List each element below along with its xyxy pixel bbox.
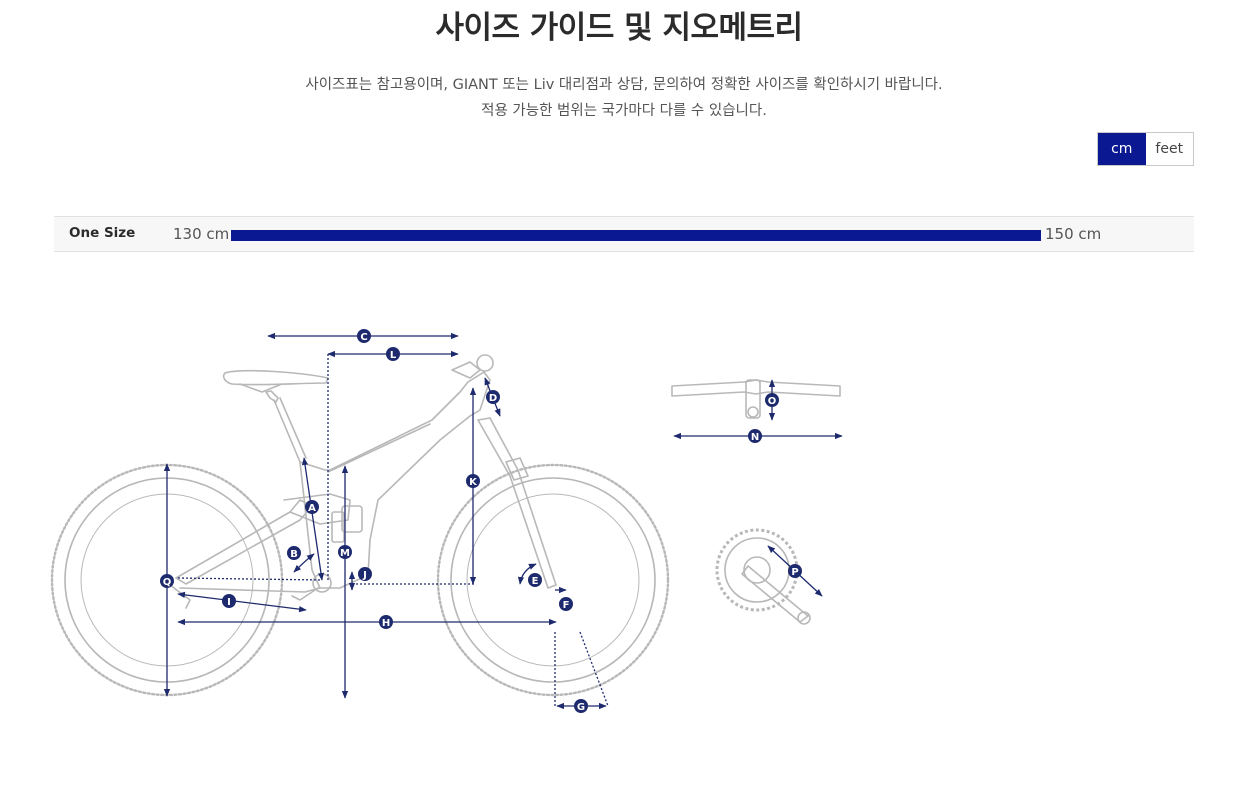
svg-text:N: N <box>751 432 759 443</box>
svg-text:O: O <box>768 396 777 407</box>
description-line-2: 적용 가능한 범위는 국가마다 다를 수 있습니다. <box>481 103 767 119</box>
page-description: 사이즈표는 참고용이며, GIANT 또는 Liv 대리점과 상담, 문의하여 … <box>0 72 1238 124</box>
svg-text:G: G <box>577 702 585 713</box>
badge-m: M <box>338 545 352 559</box>
dimension-badges: A B C D E F G H I J K L M N O P Q <box>160 329 802 713</box>
badge-a: A <box>305 500 319 514</box>
handlebar-illustration <box>671 379 841 419</box>
badge-i: I <box>222 594 236 608</box>
badge-c: C <box>357 329 371 343</box>
svg-text:L: L <box>390 350 397 361</box>
badge-k: K <box>466 474 480 488</box>
size-name: One Size <box>69 225 136 241</box>
badge-q: Q <box>160 574 174 588</box>
svg-text:I: I <box>227 597 231 608</box>
svg-text:E: E <box>532 576 539 587</box>
size-range-max: 150 cm <box>1045 225 1102 243</box>
svg-text:K: K <box>469 477 478 488</box>
svg-text:M: M <box>340 548 350 559</box>
svg-text:B: B <box>290 549 298 560</box>
svg-text:D: D <box>489 393 497 404</box>
badge-h: H <box>379 615 393 629</box>
svg-text:A: A <box>308 503 316 514</box>
bike-illustration <box>50 354 670 697</box>
badge-p: P <box>788 564 802 578</box>
unit-feet-button[interactable]: feet <box>1145 133 1193 165</box>
badge-g: G <box>574 699 588 713</box>
badge-o: O <box>765 393 779 407</box>
unit-toggle: cm feet <box>1097 132 1194 166</box>
badge-n: N <box>748 429 762 443</box>
badge-e: E <box>528 573 542 587</box>
badge-b: B <box>287 546 301 560</box>
svg-text:P: P <box>791 567 798 578</box>
page-title: 사이즈 가이드 및 지오메트리 <box>435 10 803 46</box>
size-range-row: One Size 130 cm 150 cm <box>54 216 1194 252</box>
size-range-bar <box>231 230 1041 241</box>
svg-text:F: F <box>563 600 570 611</box>
badge-j: J <box>358 567 372 581</box>
svg-text:Q: Q <box>163 577 172 588</box>
badge-l: L <box>386 347 400 361</box>
size-range-min: 130 cm <box>173 225 230 243</box>
svg-text:C: C <box>360 332 367 343</box>
svg-text:H: H <box>382 618 390 629</box>
unit-cm-button[interactable]: cm <box>1098 133 1146 165</box>
badge-d: D <box>486 390 500 404</box>
svg-text:J: J <box>362 570 367 581</box>
badge-f: F <box>559 597 573 611</box>
description-line-1: 사이즈표는 참고용이며, GIANT 또는 Liv 대리점과 상담, 문의하여 … <box>305 77 943 93</box>
